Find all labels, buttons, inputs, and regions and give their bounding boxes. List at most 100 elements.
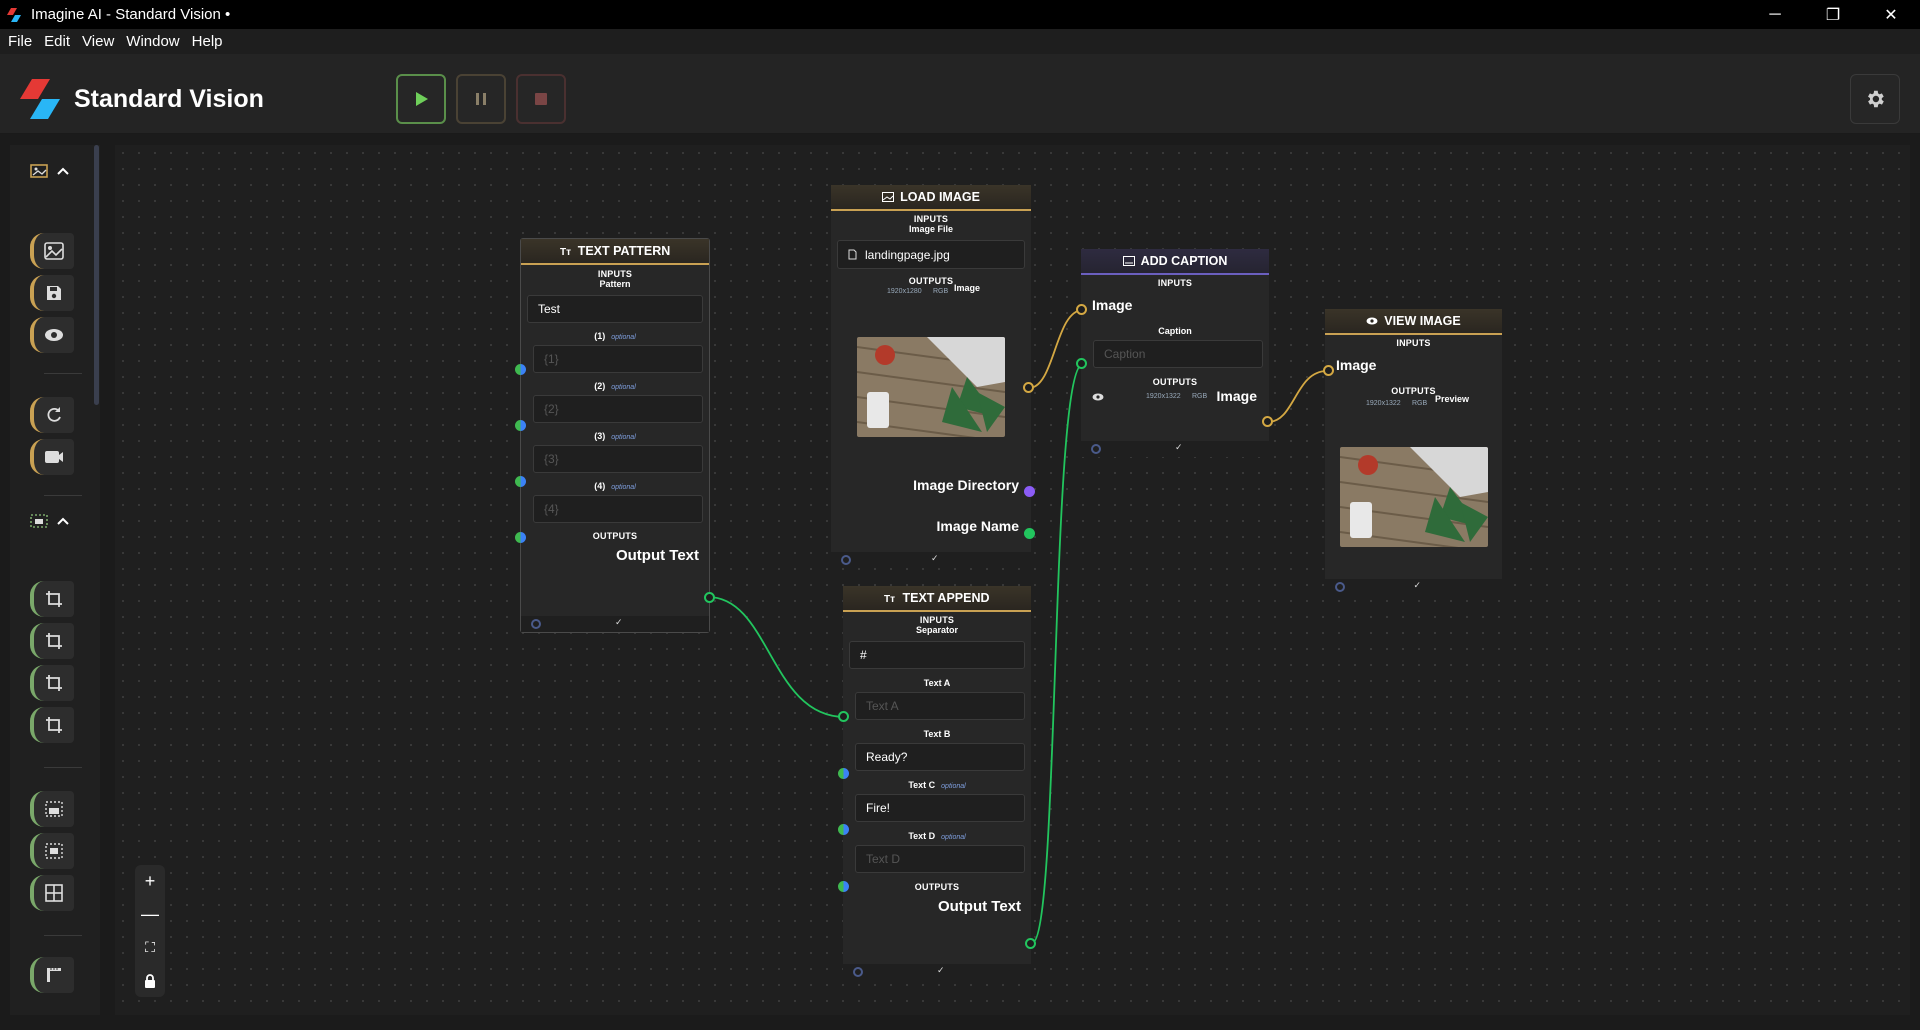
minimize-button[interactable]: ─ bbox=[1769, 5, 1781, 23]
sidebar-item-save-image[interactable] bbox=[30, 275, 74, 311]
node-status-icon[interactable] bbox=[841, 555, 851, 565]
output-image-port[interactable] bbox=[1262, 416, 1273, 427]
param-1-port[interactable] bbox=[515, 364, 526, 375]
separator-input[interactable]: # bbox=[849, 641, 1025, 669]
menu-help[interactable]: Help bbox=[191, 33, 223, 50]
image-input-label: Image bbox=[1336, 357, 1377, 373]
param-2-input[interactable]: {2} bbox=[533, 395, 703, 423]
caption-input[interactable]: Caption bbox=[1093, 340, 1263, 368]
param-4-input[interactable]: {4} bbox=[533, 495, 703, 523]
stop-button[interactable] bbox=[516, 74, 566, 124]
check-icon[interactable]: ✓ bbox=[615, 617, 623, 627]
crop-icon bbox=[46, 633, 62, 649]
node-status-icon[interactable] bbox=[853, 967, 863, 977]
sidebar-item-view-image[interactable] bbox=[30, 317, 74, 353]
text-a-input[interactable]: Text A bbox=[855, 692, 1025, 720]
sidebar-item-crop-3[interactable] bbox=[30, 665, 74, 701]
image-input-port[interactable] bbox=[1323, 365, 1334, 376]
node-text-append[interactable]: Tт TEXT APPEND INPUTS Separator # Text A… bbox=[838, 586, 1036, 980]
image-name-port[interactable] bbox=[1024, 528, 1035, 539]
param-1-input[interactable]: {1} bbox=[533, 345, 703, 373]
fit-view-button[interactable]: ⛶ bbox=[145, 939, 155, 955]
sidebar-item-pad[interactable] bbox=[30, 833, 74, 869]
sidebar-item-measure[interactable] bbox=[30, 957, 74, 993]
file-name: landingpage.jpg bbox=[865, 247, 950, 262]
image-input-port[interactable] bbox=[1076, 304, 1087, 315]
menu-edit[interactable]: Edit bbox=[44, 33, 71, 50]
output-row: 1920x1322 RGB Image bbox=[1081, 387, 1269, 411]
sidebar-item-camera[interactable] bbox=[30, 439, 74, 475]
pause-icon bbox=[476, 93, 486, 105]
node-status-icon[interactable] bbox=[1091, 444, 1101, 454]
node-header[interactable]: Tт TEXT PATTERN bbox=[521, 239, 709, 265]
output-image-port[interactable] bbox=[1023, 382, 1034, 393]
ruler-icon bbox=[47, 968, 61, 982]
settings-button[interactable] bbox=[1850, 74, 1900, 124]
text-d-input[interactable]: Text D bbox=[855, 845, 1025, 873]
menu-view[interactable]: View bbox=[82, 33, 115, 50]
text-icon: Tт bbox=[884, 594, 895, 603]
sidebar-item-grid[interactable] bbox=[30, 875, 74, 911]
image-file-input[interactable]: landingpage.jpg bbox=[837, 240, 1025, 269]
close-button[interactable]: ✕ bbox=[1884, 6, 1898, 24]
node-view-image[interactable]: VIEW IMAGE INPUTS Image OUTPUTS 1920x132… bbox=[1323, 309, 1502, 595]
param-3-input[interactable]: {3} bbox=[533, 445, 703, 473]
inputs-label: INPUTS bbox=[1396, 338, 1431, 348]
pattern-input[interactable]: Test bbox=[527, 295, 703, 323]
node-add-caption[interactable]: ADD CAPTION INPUTS Image Caption Caption… bbox=[1076, 249, 1273, 457]
text-b-input[interactable]: Ready? bbox=[855, 743, 1025, 771]
check-icon[interactable]: ✓ bbox=[1413, 580, 1422, 590]
sidebar-item-load-image[interactable] bbox=[30, 233, 74, 269]
lock-button[interactable] bbox=[135, 964, 165, 997]
text-c-input[interactable]: Fire! bbox=[855, 794, 1025, 822]
check-icon[interactable]: ✓ bbox=[1175, 442, 1183, 452]
sidebar-scrollbar[interactable] bbox=[94, 145, 99, 405]
resize-icon bbox=[45, 801, 63, 817]
caption-label: Caption bbox=[1158, 326, 1192, 336]
param-2-port[interactable] bbox=[515, 420, 526, 431]
check-icon[interactable]: ✓ bbox=[931, 553, 939, 563]
node-header[interactable]: Tт TEXT APPEND bbox=[843, 586, 1031, 612]
caption-icon bbox=[1122, 256, 1135, 266]
node-header[interactable]: ADD CAPTION bbox=[1081, 249, 1269, 275]
sidebar-item-refresh[interactable] bbox=[30, 397, 74, 433]
restore-button[interactable]: ❐ bbox=[1825, 6, 1841, 24]
sidebar-item-resize[interactable] bbox=[30, 791, 74, 827]
text-c-port[interactable] bbox=[838, 824, 849, 835]
sidebar-group-edit-header[interactable] bbox=[30, 507, 82, 535]
eye-icon[interactable] bbox=[1092, 393, 1104, 401]
node-load-image[interactable]: LOAD IMAGE INPUTS Image File landingpage… bbox=[831, 185, 1035, 568]
sidebar-item-crop-2[interactable] bbox=[30, 623, 74, 659]
output-text-port[interactable] bbox=[1025, 938, 1036, 949]
node-header[interactable]: LOAD IMAGE bbox=[831, 185, 1031, 211]
node-text-pattern[interactable]: Tт TEXT PATTERN INPUTS Pattern Test (1)o… bbox=[515, 238, 715, 633]
output-text-port[interactable] bbox=[704, 592, 715, 603]
sidebar-item-crop-1[interactable] bbox=[30, 581, 74, 617]
text-b-port[interactable] bbox=[838, 768, 849, 779]
param-3-port[interactable] bbox=[515, 476, 526, 487]
play-button[interactable] bbox=[396, 74, 446, 124]
menu-window[interactable]: Window bbox=[126, 33, 180, 50]
outputs-label: OUTPUTS bbox=[1391, 386, 1436, 396]
node-footer: ✓ bbox=[843, 964, 1031, 980]
menu-file[interactable]: File bbox=[8, 33, 33, 50]
image-directory-port[interactable] bbox=[1024, 486, 1035, 497]
sidebar-group-image-header[interactable] bbox=[30, 157, 82, 185]
node-status-icon[interactable] bbox=[1335, 582, 1345, 592]
zoom-in-button[interactable]: + bbox=[144, 871, 156, 891]
param-4-port[interactable] bbox=[515, 532, 526, 543]
sidebar-item-crop-4[interactable] bbox=[30, 707, 74, 743]
node-title: ADD CAPTION bbox=[1140, 254, 1228, 268]
node-header[interactable]: VIEW IMAGE bbox=[1325, 309, 1502, 335]
file-icon bbox=[848, 249, 857, 260]
text-d-port[interactable] bbox=[838, 881, 849, 892]
desk-photo-thumbnail bbox=[1340, 447, 1488, 547]
image-input-label: Image bbox=[1092, 297, 1133, 313]
gear-icon bbox=[1868, 90, 1884, 108]
pause-button[interactable] bbox=[456, 74, 506, 124]
zoom-out-button[interactable]: — bbox=[141, 904, 159, 924]
node-status-icon[interactable] bbox=[531, 619, 541, 629]
text-a-port[interactable] bbox=[838, 711, 849, 722]
caption-input-port[interactable] bbox=[1076, 358, 1087, 369]
check-icon[interactable]: ✓ bbox=[937, 965, 945, 975]
